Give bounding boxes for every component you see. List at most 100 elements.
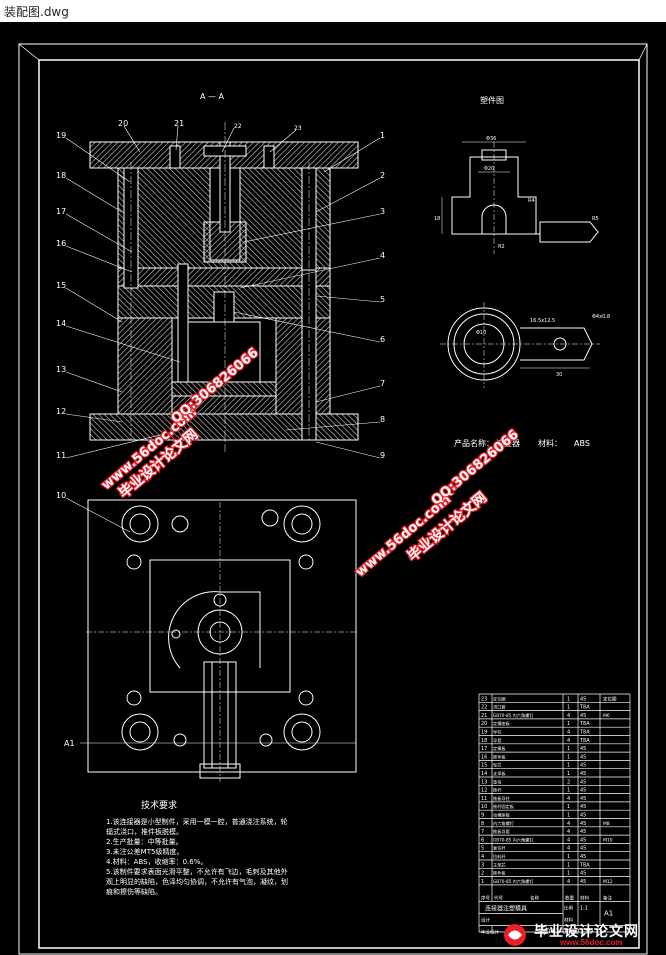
bom-row-note: 定位圈 xyxy=(603,695,617,702)
dim-height: 18 xyxy=(434,216,440,222)
part-view-title: 塑件图 xyxy=(480,95,504,105)
leaders-right xyxy=(233,137,381,459)
bom-row-name: 导套 xyxy=(493,737,502,744)
bom-row-qty: 1 xyxy=(567,746,570,752)
bom-row-no: 15 xyxy=(481,763,487,769)
bom-row-qty: 1 xyxy=(567,763,570,769)
bom-row-no: 10 xyxy=(481,804,487,810)
bom-row-material: T8A xyxy=(579,862,590,868)
tech-line-2: 辐式浇口，推件板脱模。 xyxy=(106,827,183,836)
bom-row-no: 20 xyxy=(481,721,487,727)
window-titlebar: 装配图.dwg xyxy=(0,0,666,23)
bom-row-qty: 4 xyxy=(567,796,570,802)
bom-row-name: 推杆 xyxy=(493,787,502,794)
tech-line-6: 5.该制件要求表面光滑平整，不允许有飞边，毛刺及其他外 xyxy=(106,867,288,876)
bom-row-qty: 2 xyxy=(567,779,570,785)
bom-row-name: 拉料杆 xyxy=(493,853,506,860)
bom-row-name: 型芯 xyxy=(493,762,501,768)
bom-row-no: 17 xyxy=(481,746,487,752)
bom-row-no: 7 xyxy=(481,829,484,835)
logo-url: www.56doc.com xyxy=(560,938,623,947)
callout-13: 13 xyxy=(56,365,66,374)
callout-22: 22 xyxy=(234,123,242,130)
bom-row-qty: 1 xyxy=(567,721,570,727)
bom-row-material: T8A xyxy=(579,730,590,736)
part-front-view xyxy=(441,141,599,254)
callout-15: 15 xyxy=(56,281,66,290)
dim-hole-right: Φ4x0.8 xyxy=(592,314,610,320)
bom-row-note: M12 xyxy=(603,879,613,885)
bom-row-qty: 1 xyxy=(567,705,570,711)
tech-line-7: 观上明显的缺陷，色泽均匀协调，不允许有气泡，凝纹，划 xyxy=(106,877,288,886)
bom-row-name: 动模座板 xyxy=(493,812,511,819)
bom-row-name: 推件板 xyxy=(493,870,506,877)
bom-row-no: 22 xyxy=(481,705,487,711)
bom-row-material: 45 xyxy=(580,696,586,702)
bom-header-cell: 序号 xyxy=(481,895,490,902)
part-top-view xyxy=(440,302,600,388)
title-designer-label: 设计 xyxy=(481,917,490,924)
bom-row-name: GB70-85 内六角螺钉 xyxy=(493,878,534,885)
tech-line-5: 4.材料：ABS，收缩率：0.6%。 xyxy=(106,857,207,866)
leaders-left xyxy=(65,125,297,533)
callout-18: 18 xyxy=(56,171,66,180)
callout-9: 9 xyxy=(380,451,385,460)
bom-row-qty: 1 xyxy=(567,804,570,810)
bom-row-name: 复位杆 xyxy=(493,845,506,852)
bom-row-no: 2 xyxy=(481,871,484,877)
product-material-value: ABS xyxy=(574,439,590,448)
callout-4: 4 xyxy=(380,251,385,260)
bom-row-material: T8A xyxy=(579,705,590,711)
callout-12: 12 xyxy=(56,407,66,416)
bom-row-material: 45 xyxy=(580,854,586,860)
bom-row-no: 3 xyxy=(481,862,484,868)
callout-14: 14 xyxy=(56,319,66,328)
bom-row-name: 垫块 xyxy=(493,778,502,785)
bom-row-name: 支承板 xyxy=(493,770,506,777)
bom-row-material: 45 xyxy=(580,821,586,827)
outer-border xyxy=(18,43,648,955)
callout-8: 8 xyxy=(380,415,385,424)
section-marker: A1 xyxy=(64,739,75,748)
title-drawing-name: 连接器注塑模具 xyxy=(485,905,527,913)
tech-line-8: 痕和擦伤等缺陷。 xyxy=(106,887,162,896)
callout-16: 16 xyxy=(56,239,66,248)
bom-row-material: 45 xyxy=(580,746,586,752)
bom-row-material: 45 xyxy=(580,713,586,719)
dim-hole: 16.5x12.5 xyxy=(530,318,555,324)
bom-row-name: 定模板 xyxy=(493,745,506,752)
bom-row-name: 导柱 xyxy=(493,729,502,736)
bom-row-qty: 1 xyxy=(567,788,570,794)
bom-row-material: 45 xyxy=(580,879,586,885)
tech-requirements: 技术要求 1.该连接器是小型制件，采用一模一腔，普通浇注系统，轮 辐式浇口，推件… xyxy=(106,799,288,896)
drawing-sheet[interactable]: A — A xyxy=(0,22,666,955)
dim-top: Φ36 xyxy=(486,136,496,142)
bom-row-no: 4 xyxy=(481,854,484,860)
bom-row-no: 21 xyxy=(481,713,487,719)
bom-row-material: 45 xyxy=(580,804,586,810)
bom-row-qty: 1 xyxy=(567,696,570,702)
bom-row-no: 19 xyxy=(481,730,487,736)
bom-row-name: 定模座板 xyxy=(493,720,511,727)
bom-row-note: M8 xyxy=(603,821,610,827)
callout-5: 5 xyxy=(380,295,385,304)
bom-row-qty: 4 xyxy=(567,829,570,835)
callout-20: 20 xyxy=(118,119,128,128)
callout-23: 23 xyxy=(294,125,302,132)
callout-6: 6 xyxy=(380,335,385,344)
bom-row-qty: 4 xyxy=(567,821,570,827)
bom-row-qty: 1 xyxy=(567,754,570,760)
bom-header-cell: 名称 xyxy=(530,895,539,902)
callout-3: 3 xyxy=(380,207,385,216)
title-scale-value: 1:1 xyxy=(580,906,588,912)
bom-row-material: 45 xyxy=(580,763,586,769)
bom-row-no: 14 xyxy=(481,771,487,777)
callout-19: 19 xyxy=(56,131,66,140)
bom-row-name: 推板导柱 xyxy=(493,795,511,802)
bom-row-name: 内六角螺钉 xyxy=(493,820,515,827)
bom-header-cell: 材料 xyxy=(580,895,589,902)
title-code: MJ041-0412139 xyxy=(538,928,593,936)
tech-title: 技术要求 xyxy=(141,799,177,811)
tech-line-4: 3.未注公差MT5级精度。 xyxy=(106,847,183,856)
callout-1: 1 xyxy=(380,131,385,140)
